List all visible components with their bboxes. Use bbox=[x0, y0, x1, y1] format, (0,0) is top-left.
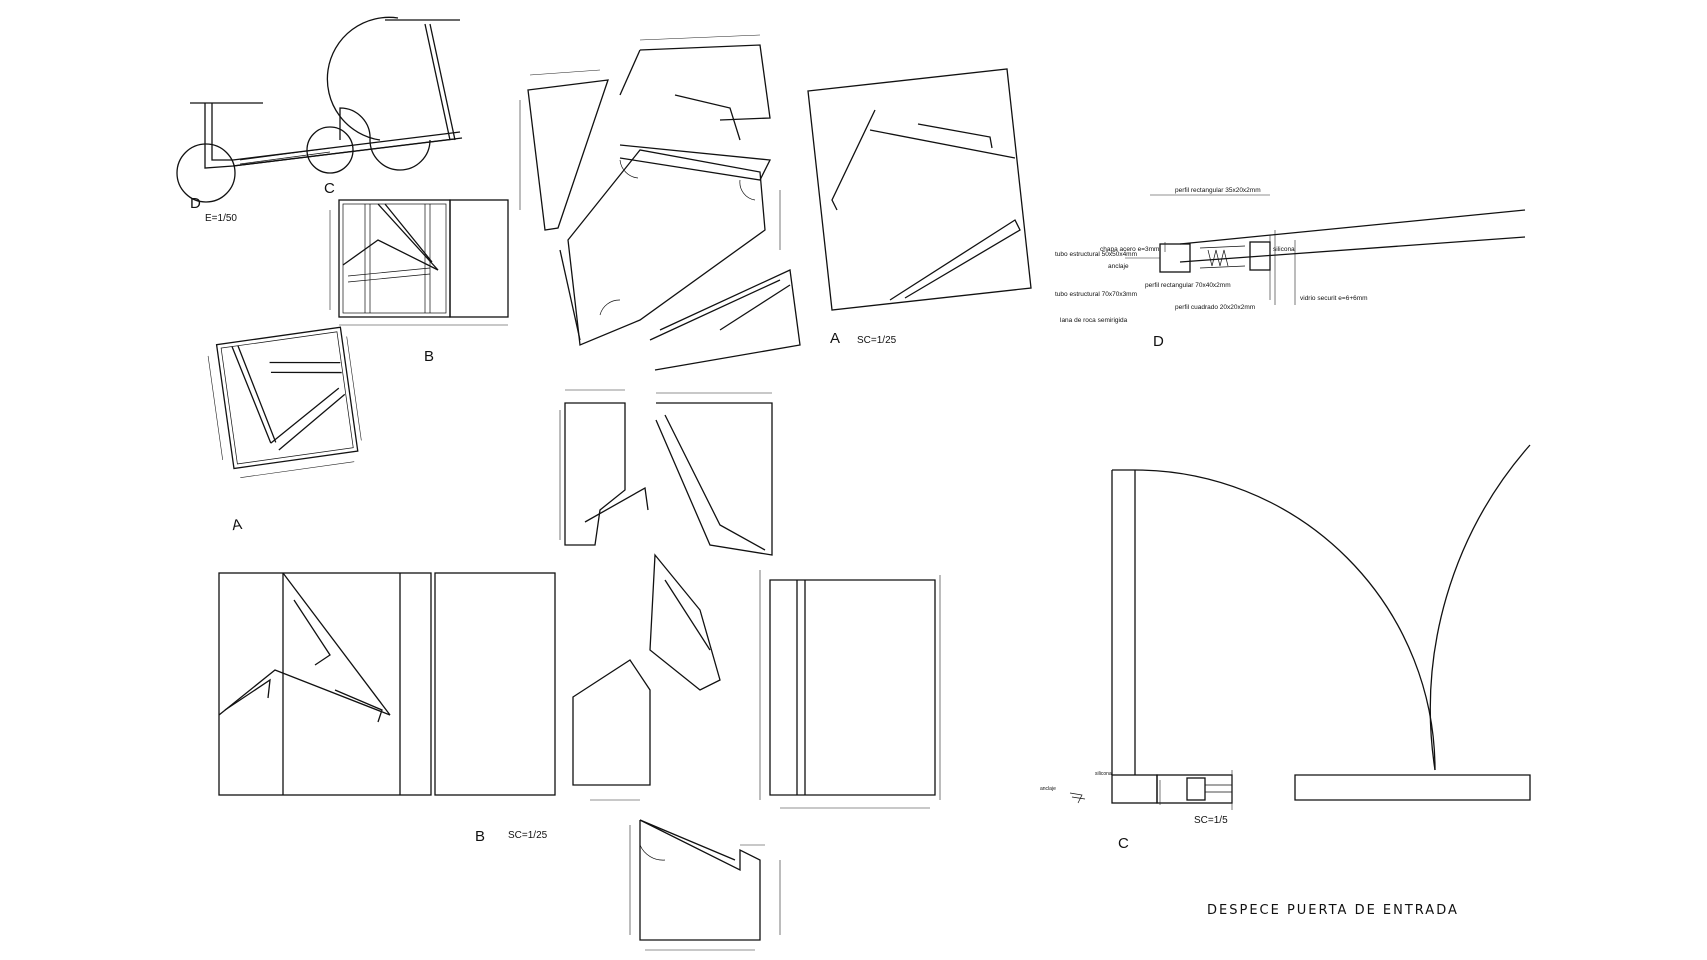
note-perfil-rect-70: perfil rectangular 70x40x2mm bbox=[1145, 282, 1231, 289]
large-elevation-a: A SC=1/25 bbox=[807, 68, 1032, 347]
detail-c-scale: SC=1/5 bbox=[1194, 815, 1228, 826]
sheet-title: DESPECE PUERTA DE ENTRADA bbox=[1207, 903, 1459, 918]
detail-c-anclaje: anclaje bbox=[1040, 786, 1056, 792]
site-plan-label-d: D bbox=[190, 195, 201, 212]
detail-c: silicona anclaje C SC=1/5 bbox=[1040, 444, 1531, 852]
large-elevation-b: B SC=1/25 bbox=[218, 572, 556, 845]
large-a-scale: SC=1/25 bbox=[857, 335, 897, 346]
large-b-label: B bbox=[475, 828, 485, 845]
note-lana: lana de roca semirigida bbox=[1060, 317, 1128, 324]
site-plan: D C E=1/50 bbox=[176, 16, 463, 224]
note-vidrio: vidrio securit e=6+6mm bbox=[1300, 295, 1368, 302]
small-b-label: B bbox=[424, 348, 434, 365]
site-plan-scale: E=1/50 bbox=[205, 213, 237, 224]
detail-d: perfil rectangular 35x20x2mm chapa acero… bbox=[1055, 187, 1526, 350]
exploded-frame-middle bbox=[559, 389, 941, 809]
small-elevation-a: A bbox=[207, 326, 362, 534]
site-plan-label-c: C bbox=[324, 180, 335, 197]
note-tubo-50: tubo estructural 50x50x4mm bbox=[1055, 251, 1137, 258]
small-a-label: A bbox=[231, 516, 243, 534]
large-b-scale: SC=1/25 bbox=[508, 830, 548, 841]
detail-c-label: C bbox=[1118, 835, 1129, 852]
note-anclaje: anclaje bbox=[1108, 263, 1129, 270]
note-perfil-rect-35: perfil rectangular 35x20x2mm bbox=[1175, 187, 1261, 194]
detail-d-label: D bbox=[1153, 333, 1164, 350]
exploded-frame-bottom bbox=[629, 819, 781, 951]
detail-c-silicona: silicona bbox=[1095, 771, 1112, 777]
exploded-frame-top bbox=[519, 34, 801, 371]
note-tubo-70: tubo estructural 70x70x3mm bbox=[1055, 291, 1137, 298]
note-silicona: silicona bbox=[1273, 246, 1295, 253]
note-perfil-cuadrado: perfil cuadrado 20x20x2mm bbox=[1175, 304, 1255, 311]
note-chapa: chapa acero e=3mm bbox=[1100, 246, 1159, 253]
large-a-label: A bbox=[830, 330, 840, 347]
small-elevation-b: B bbox=[329, 199, 509, 365]
